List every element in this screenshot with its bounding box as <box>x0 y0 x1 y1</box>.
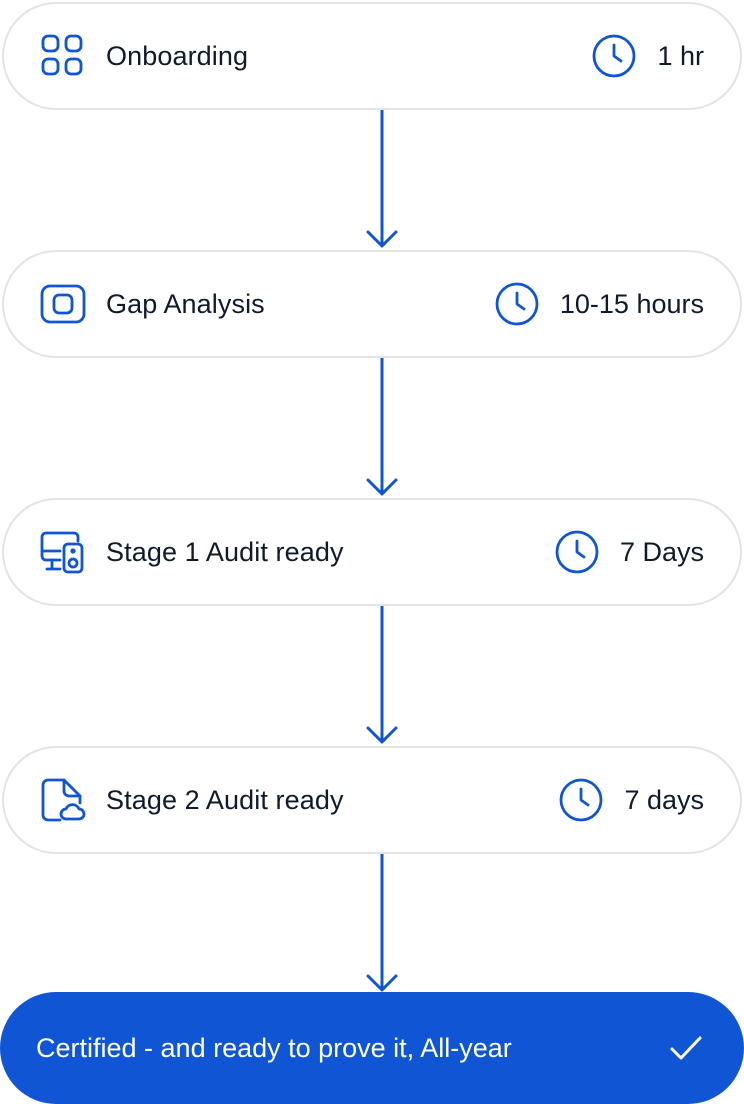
step-label: Stage 1 Audit ready <box>106 536 344 567</box>
step-gap-analysis: Gap Analysis 10-15 hours <box>2 250 742 358</box>
step-label: Onboarding <box>106 40 249 71</box>
step-duration: 7 Days <box>554 529 704 575</box>
duration-text: 10-15 hours <box>559 288 704 319</box>
square-frame-icon <box>40 281 86 327</box>
duration-text: 1 hr <box>657 40 704 71</box>
step-duration: 10-15 hours <box>494 281 704 327</box>
duration-text: 7 Days <box>619 536 704 567</box>
step-onboarding: Onboarding 1 hr <box>2 2 742 110</box>
arrow-connector <box>366 854 398 992</box>
checkmark-icon <box>668 1030 704 1066</box>
step-duration: 7 days <box>558 777 704 823</box>
arrow-connector <box>366 358 398 496</box>
step-stage-2-audit: Stage 2 Audit ready 7 days <box>2 746 742 854</box>
document-cloud-icon <box>40 777 86 823</box>
duration-text: 7 days <box>624 784 704 815</box>
clock-icon <box>494 281 540 327</box>
step-label: Stage 2 Audit ready <box>106 784 344 815</box>
step-stage-1-audit: Stage 1 Audit ready 7 Days <box>2 498 742 606</box>
final-certified-banner: Certified - and ready to prove it, All-y… <box>0 992 744 1104</box>
clock-icon <box>554 529 600 575</box>
grid-apps-icon <box>40 33 86 79</box>
arrow-connector <box>366 110 398 248</box>
clock-icon <box>558 777 604 823</box>
clock-icon <box>591 33 637 79</box>
monitor-speaker-icon <box>40 529 86 575</box>
arrow-connector <box>366 606 398 744</box>
step-label: Gap Analysis <box>106 288 265 319</box>
final-label: Certified - and ready to prove it, All-y… <box>36 1032 512 1063</box>
step-duration: 1 hr <box>591 33 704 79</box>
